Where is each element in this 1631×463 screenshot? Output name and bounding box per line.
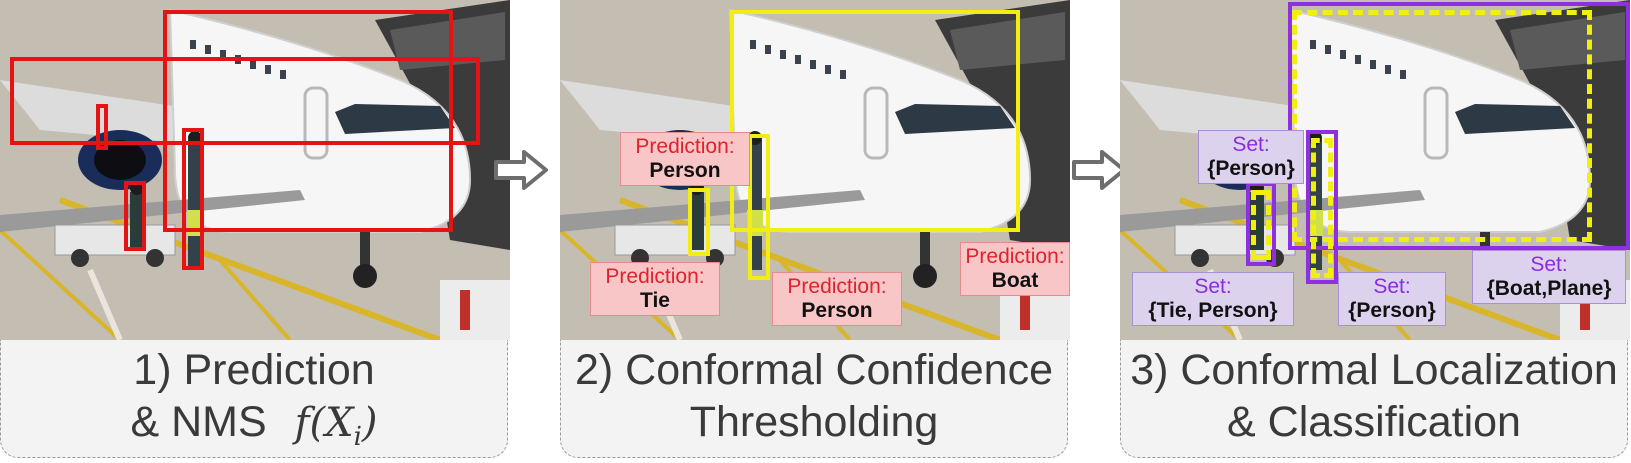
- threshold-box-person-1: [688, 188, 710, 256]
- set-box-person-1: [1246, 182, 1276, 266]
- panel-conformal-localization-classification: Set:{Person} Set:{Tie, Person} Set:{Pers…: [1120, 0, 1630, 462]
- caption-math: f(Xi): [294, 400, 378, 452]
- set-label-person-2: Set:{Person}: [1338, 272, 1446, 326]
- caption-panel-3: 3) Conformal Localization & Classificati…: [1120, 340, 1628, 458]
- airport-photo: Set:{Person} Set:{Tie, Person} Set:{Pers…: [1120, 0, 1630, 340]
- prediction-box-wing: [10, 57, 480, 145]
- airport-photo: Prediction:Person Prediction:Tie Predict…: [560, 0, 1070, 340]
- caption-line-2: & Classification: [1227, 398, 1521, 446]
- threshold-box-person-2: [748, 134, 770, 280]
- set-box-plane-inner: [1292, 10, 1592, 242]
- prediction-label-boat: Prediction:Boat: [960, 242, 1070, 296]
- prediction-label-person-2: Prediction:Person: [772, 272, 902, 326]
- prediction-label-tie: Prediction:Tie: [590, 262, 720, 316]
- caption-line-2: Thresholding: [689, 398, 939, 446]
- airport-photo: [0, 0, 510, 340]
- threshold-box-plane: [730, 10, 1020, 232]
- prediction-box-person-2: [182, 128, 204, 270]
- prediction-box-small-1: [96, 104, 108, 150]
- right-arrow-icon: [494, 150, 548, 190]
- caption-line-1: 3) Conformal Localization: [1130, 346, 1618, 394]
- caption-panel-2: 2) Conformal Confidence Thresholding: [560, 340, 1068, 458]
- caption-line-1: 2) Conformal Confidence: [574, 346, 1054, 394]
- set-label-person-1: Set:{Person}: [1198, 130, 1304, 184]
- set-box-person-2: [1306, 130, 1338, 284]
- caption-line-2-wrap: & NMS f(Xi): [1, 396, 507, 463]
- set-label-tie-person: Set:{Tie, Person}: [1132, 272, 1294, 326]
- set-box-plane-outer: [1288, 2, 1630, 250]
- caption-line-1: 1) Prediction: [133, 346, 375, 394]
- caption-line-2: & NMS: [130, 398, 267, 446]
- set-box-person-2-inner: [1311, 138, 1333, 278]
- panel-conformal-confidence-thresholding: Prediction:Person Prediction:Tie Predict…: [560, 0, 1070, 462]
- prediction-box-plane: [163, 10, 453, 232]
- panel-prediction-nms: 1) Prediction & NMS f(Xi): [0, 0, 510, 462]
- set-label-boat-plane: Set:{Boat,Plane}: [1472, 250, 1626, 304]
- prediction-box-person-1: [124, 181, 146, 251]
- right-arrow-icon: [1072, 150, 1126, 190]
- set-box-person-1-inner: [1251, 190, 1271, 260]
- caption-panel-1: 1) Prediction & NMS f(Xi): [0, 340, 508, 458]
- prediction-label-person-1: Prediction:Person: [620, 132, 750, 186]
